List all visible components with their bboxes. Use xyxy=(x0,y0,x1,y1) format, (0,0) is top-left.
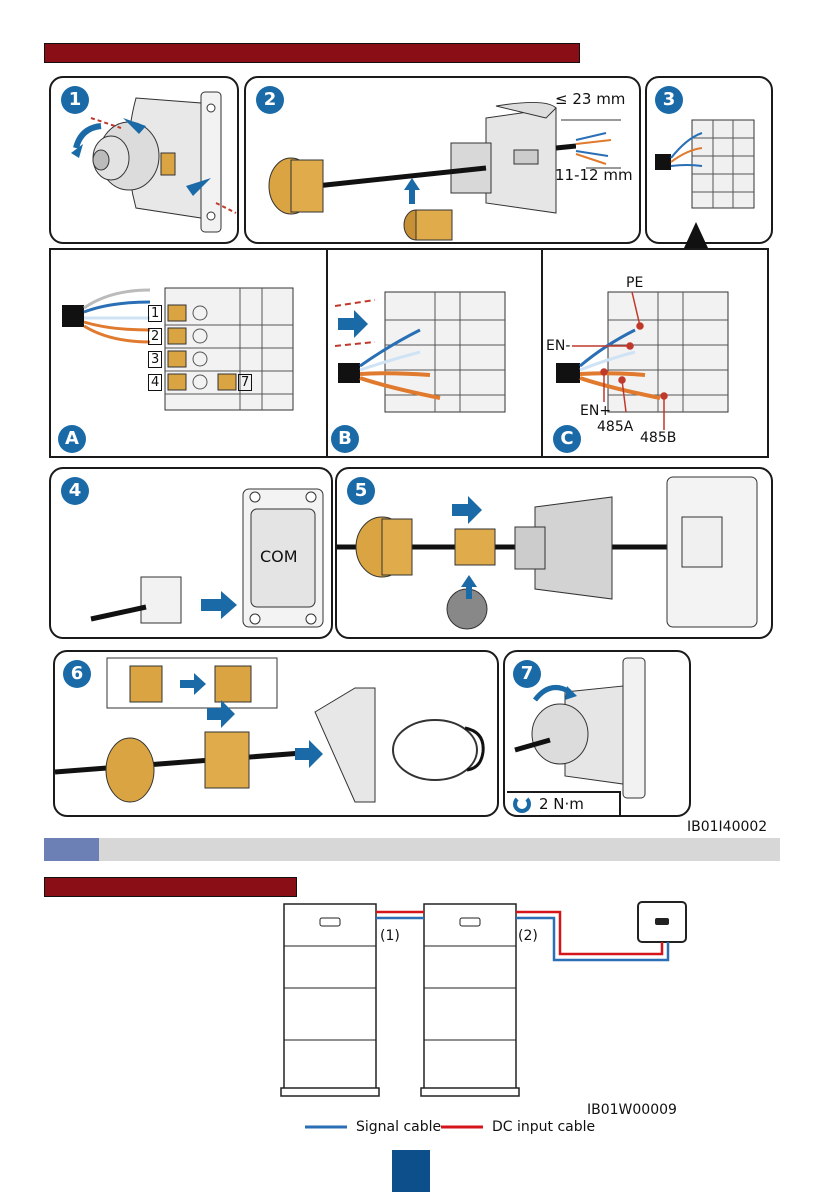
legend-dc-input-cable: DC input cable xyxy=(492,1119,595,1135)
page-tab xyxy=(392,1150,430,1192)
cable-1-label: (1) xyxy=(380,928,400,944)
legend-signal-cable: Signal cable xyxy=(356,1119,441,1135)
figure-code-2: IB01W00009 xyxy=(587,1102,677,1118)
cable-2-label: (2) xyxy=(518,928,538,944)
